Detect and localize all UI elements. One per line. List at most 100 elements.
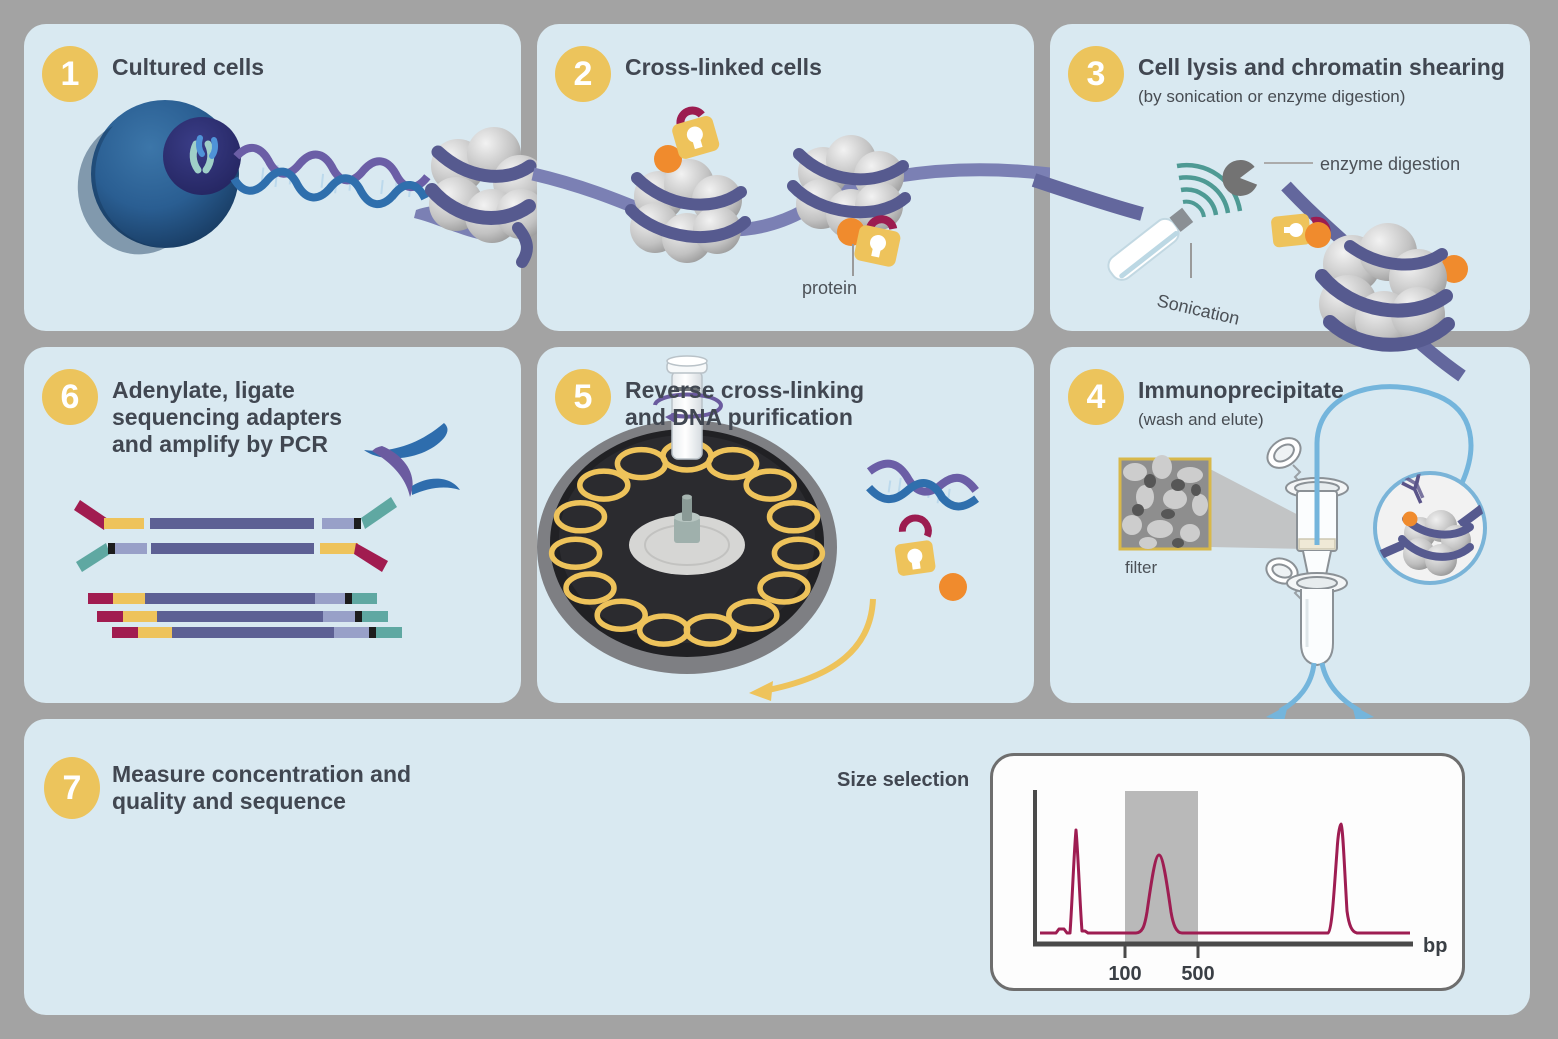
panel-1-cultured-cells: 1 Cultured cells (24, 24, 547, 331)
trace-line (1040, 822, 1410, 935)
tick-label-500: 500 (1181, 963, 1214, 985)
step-number: 6 (60, 377, 80, 416)
enzyme-pacman-icon (1222, 159, 1258, 196)
electropherogram-box: 100 500 bp (990, 753, 1465, 991)
panel-title: Adenylate, ligate sequencing adapters an… (112, 377, 342, 458)
protein-dot-icon (939, 573, 967, 601)
open-cap-icon (1265, 557, 1299, 585)
immunoprecipitate-illustration: filter (1118, 384, 1487, 721)
protein-dot-icon (654, 145, 682, 173)
protein-dot-icon (1440, 255, 1468, 283)
sample-tube-icon (653, 355, 723, 460)
panel-2-cross-linked-cells: protein 2 Cross-linked cells (531, 24, 1051, 331)
step-number-badge: 3 (1068, 46, 1124, 102)
panel-subtitle: (wash and elute) (1138, 410, 1264, 430)
panel-title: Reverse cross-linking and DNA purificati… (625, 377, 864, 431)
crosslink-lock-icon (1271, 213, 1331, 248)
spin-swirl-icon (653, 392, 723, 419)
nucleosome-icon (625, 159, 751, 263)
dna-strand (531, 163, 1051, 237)
step-number-badge: 5 (555, 369, 611, 425)
step-number-badge: 4 (1068, 369, 1124, 425)
panel-title-line2: sequencing adapters (112, 404, 343, 431)
protein-dot-icon (1402, 511, 1418, 527)
panel-title-text: Immunoprecipitate (1138, 377, 1344, 403)
open-cap-icon (1266, 437, 1302, 469)
panel-5-reverse-crosslinking: 5 Reverse cross-linking and DNA purifica… (537, 347, 1034, 703)
rotor-wells (548, 439, 826, 647)
step-number: 4 (1086, 377, 1106, 416)
enzyme-digestion-label: enzyme digestion (1320, 154, 1460, 174)
protein-label: protein (802, 278, 857, 298)
open-lock-icon (894, 514, 936, 576)
panel-title: Measure concentration and quality and se… (112, 761, 411, 815)
step-number-badge: 7 (44, 757, 100, 819)
electropherogram-chart: 100 500 bp (1033, 790, 1447, 985)
magnify-beam (1210, 469, 1306, 549)
amplified-fragment-bar (97, 611, 388, 622)
crosslink-lock-icon (654, 106, 720, 173)
amplified-fragment-bar (88, 593, 377, 604)
filter-label: filter (1125, 558, 1157, 577)
step-number-badge: 1 (42, 46, 98, 102)
step-number-badge: 2 (555, 46, 611, 102)
panel-7-measure-sequence: 7 Measure concentration and quality and … (24, 719, 1530, 1015)
spin-column-icon (1265, 437, 1349, 667)
step-number: 3 (1086, 54, 1106, 93)
sonicator-probe-icon (1107, 207, 1194, 281)
panel-title-line1: Adenylate, ligate (112, 377, 295, 403)
step-number: 1 (60, 54, 80, 93)
panel-title: Cell lysis and chromatin shearing (by so… (1138, 54, 1505, 108)
cross-linked-cells-illustration: protein (531, 106, 1051, 298)
nucleosome-icon (1315, 223, 1455, 352)
crosslink-lock-icon (837, 215, 901, 267)
adapter-fragment-y-top (74, 497, 397, 530)
panel-title-line1: Reverse cross-linking (625, 377, 865, 403)
arrowhead (665, 411, 677, 423)
panel-4-immunoprecipitate: filter (1050, 347, 1530, 721)
tube-loop (1314, 384, 1474, 545)
rotation-arrow-icon (762, 598, 876, 694)
step-number: 5 (573, 377, 593, 416)
nucleosome-icon (1398, 510, 1474, 576)
panel-title-line3: and amplify by PCR (112, 431, 328, 458)
panel-title: Immunoprecipitate (wash and elute) (1138, 377, 1344, 431)
size-selection-band (1125, 791, 1198, 944)
protein-dot-icon (1305, 222, 1331, 248)
cell-lysis-illustration: Sonication enzyme digestion (1031, 154, 1468, 382)
arrowhead (1352, 705, 1374, 721)
step-number-badge: 6 (42, 369, 98, 425)
x-axis-label: bp (1423, 935, 1447, 957)
antibody-icon (1401, 473, 1425, 504)
adapter-fragment-y-bottom (76, 543, 388, 572)
panel-title-line1: Measure concentration and (112, 761, 412, 787)
dna-helix-icon (866, 459, 980, 511)
centrifuge-rotor-icon (537, 420, 837, 674)
amplified-fragment-bar (112, 627, 402, 638)
step-number: 7 (62, 768, 82, 807)
panel-subtitle: (by sonication or enzyme digestion) (1138, 87, 1406, 107)
nucleosome-icon (425, 127, 547, 268)
flow-arrow-icon (1278, 662, 1362, 714)
arrowhead (749, 681, 773, 701)
sound-waves-icon (1176, 162, 1243, 218)
sonication-label: Sonication (1155, 290, 1241, 328)
adapter-ligation-illustration (74, 423, 460, 638)
dna-helix-icon (230, 143, 431, 209)
panel-title-line2: and DNA purification (625, 404, 853, 431)
size-selection-label: Size selection (837, 769, 970, 791)
panel-title: Cultured cells (112, 54, 265, 80)
panel-6-adapters-pcr: 6 Adenylate, ligate sequencing adapters … (24, 347, 521, 703)
inset-circle (1373, 471, 1487, 585)
reverse-crosslinking-illustration (537, 355, 980, 701)
axis-ticks (1123, 946, 1200, 958)
panel-title-text: Cell lysis and chromatin shearing (1138, 54, 1505, 80)
step-number: 2 (573, 54, 593, 93)
tick-label-100: 100 (1108, 963, 1141, 985)
cultured-cells-illustration (77, 100, 547, 268)
filter-em-image (1118, 455, 1212, 551)
panel-3-cell-lysis: Sonication enzyme digestion (1031, 24, 1530, 382)
nucleosome-icon (787, 135, 911, 239)
arrowhead (1266, 705, 1288, 721)
